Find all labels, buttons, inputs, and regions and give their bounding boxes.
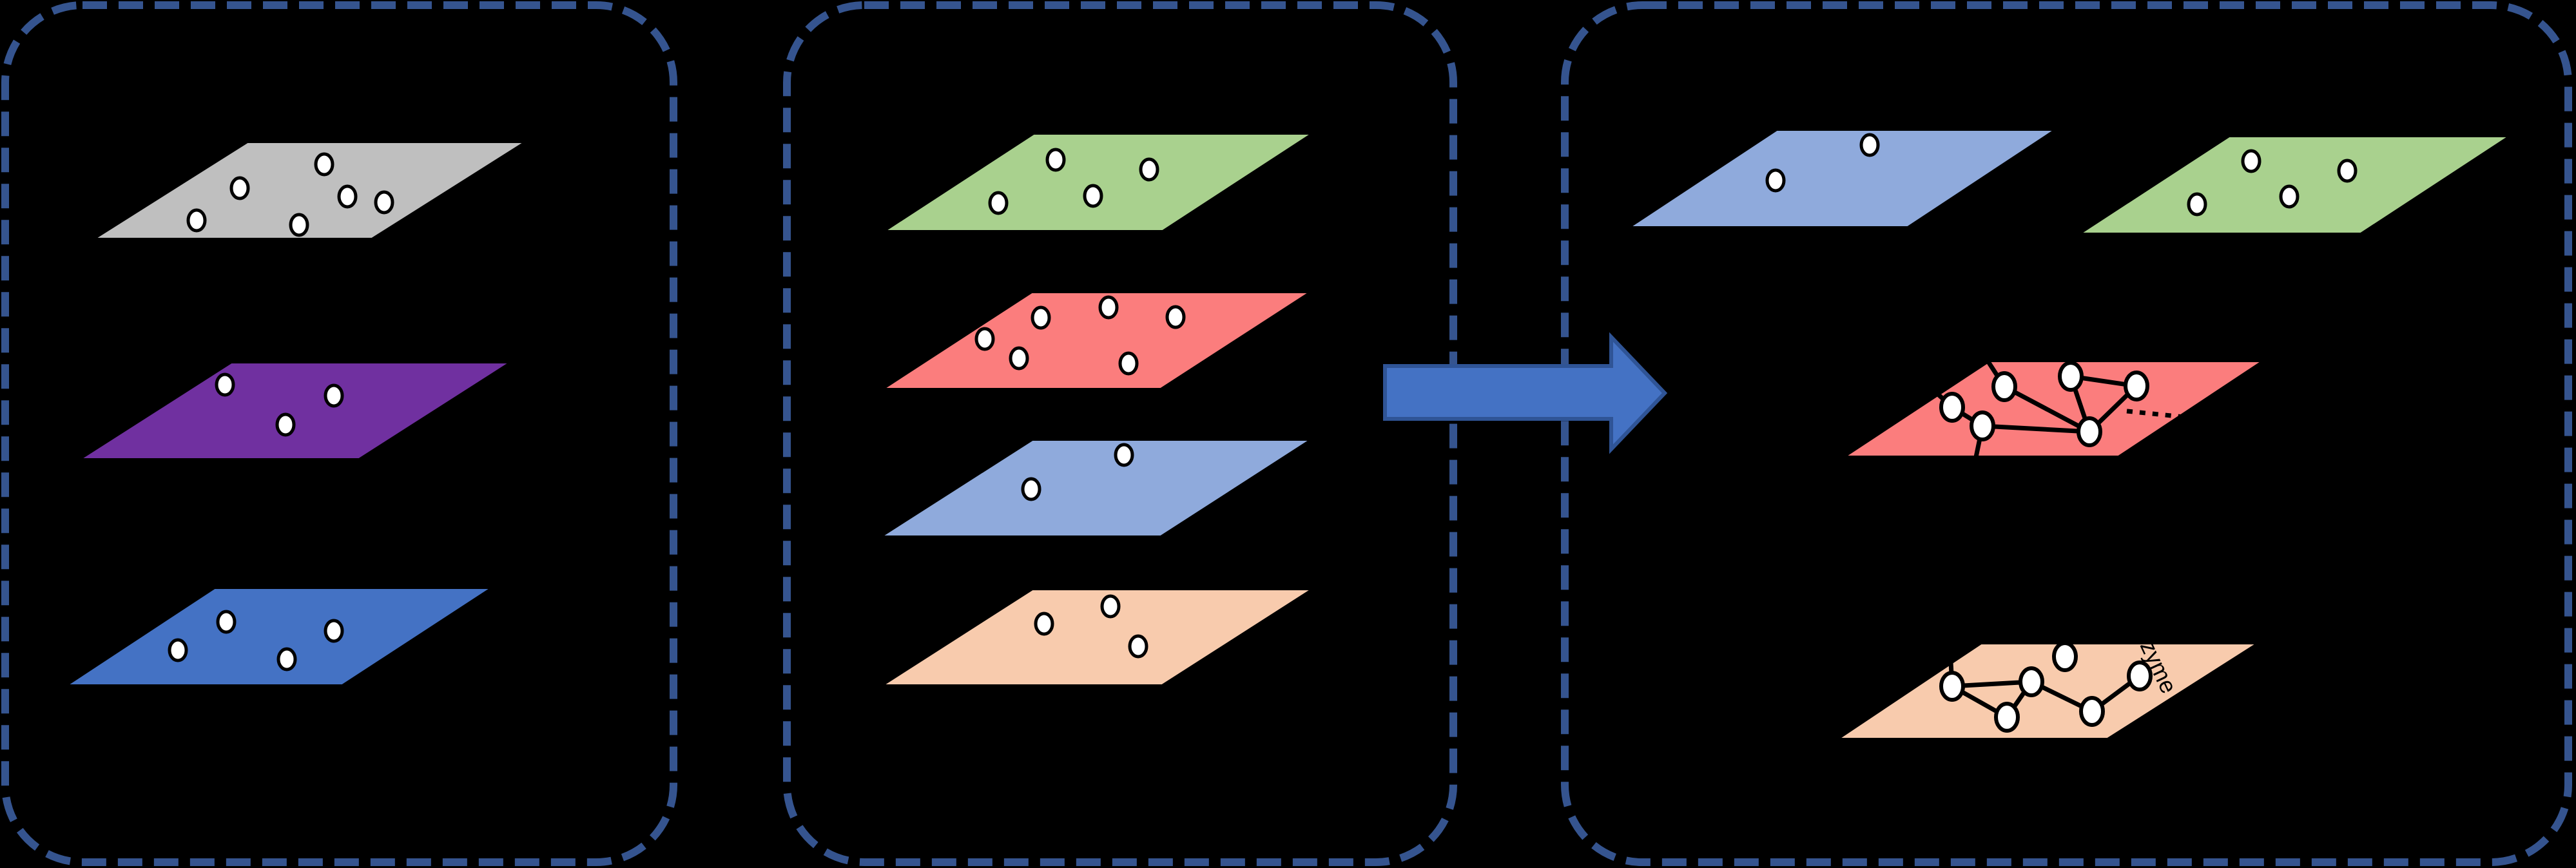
entity-dot bbox=[2337, 159, 2358, 183]
entity-dot bbox=[2187, 192, 2207, 217]
network-node-m2 bbox=[2019, 666, 2044, 697]
entity-dot bbox=[1165, 305, 1186, 329]
network-red-right bbox=[1843, 342, 2264, 483]
entity-dot bbox=[374, 190, 394, 215]
entity-dot bbox=[974, 327, 995, 351]
network-node-a bbox=[1991, 371, 2017, 402]
network-edge bbox=[1982, 423, 2090, 434]
entity-dot bbox=[324, 619, 344, 643]
integration-arrow bbox=[1383, 332, 1668, 454]
layer-blue-dark bbox=[65, 588, 493, 686]
entity-dot bbox=[1021, 477, 1041, 501]
network-node-m1 bbox=[1939, 671, 1965, 702]
entity-dot bbox=[1083, 184, 1103, 208]
entity-dot bbox=[1031, 305, 1051, 330]
entity-dot bbox=[1128, 634, 1148, 659]
entity-dot bbox=[1139, 157, 1159, 182]
layer-red-mid bbox=[882, 292, 1312, 389]
entity-dot bbox=[2241, 149, 2261, 173]
panel-right-dashed-border bbox=[1561, 1, 2572, 866]
entity-dot bbox=[1100, 594, 1121, 619]
network-node-f bbox=[2077, 416, 2102, 447]
entity-dot bbox=[186, 208, 207, 233]
network-node-iso bbox=[2052, 641, 2078, 672]
layer-purple-plane bbox=[79, 362, 512, 459]
layer-lightblue-right-plane bbox=[1628, 130, 2057, 227]
entity-dot bbox=[2279, 184, 2300, 209]
layer-orange-mid bbox=[881, 589, 1313, 686]
layer-green-right-plane bbox=[2078, 136, 2511, 234]
layer-orange-mid-plane bbox=[881, 589, 1313, 686]
panel-middle-dashed-border bbox=[783, 1, 1457, 866]
entity-dot bbox=[1034, 612, 1054, 636]
network-node-c bbox=[1970, 410, 1995, 441]
entity-dot bbox=[988, 191, 1009, 215]
entity-dot bbox=[337, 184, 358, 209]
network-node-m4 bbox=[2079, 696, 2105, 727]
entity-dot bbox=[216, 610, 237, 634]
panel-left-dashed-border bbox=[1, 1, 677, 866]
layer-lightblue-mid-plane bbox=[880, 439, 1312, 537]
entity-dot bbox=[314, 152, 334, 177]
entity-dot bbox=[1098, 295, 1119, 320]
network-orange-right: zyme bbox=[1837, 626, 2259, 739]
network-edge bbox=[2003, 384, 2091, 434]
layer-green-right bbox=[2078, 136, 2511, 234]
layer-red-mid-plane bbox=[882, 292, 1312, 389]
entity-dot bbox=[229, 176, 250, 200]
entity-dot bbox=[215, 372, 235, 397]
network-node-m3 bbox=[1994, 702, 2020, 733]
entity-dot bbox=[289, 213, 309, 237]
entity-dot bbox=[1114, 443, 1134, 467]
dotted-association-edge bbox=[2126, 409, 2210, 422]
layer-gray bbox=[93, 142, 527, 239]
layer-purple bbox=[79, 362, 512, 459]
layer-lightblue-right bbox=[1628, 130, 2057, 227]
network-red-right-plane bbox=[1843, 361, 2264, 457]
entity-dot bbox=[276, 647, 297, 671]
entity-dot bbox=[324, 383, 344, 408]
network-node-m5 bbox=[2127, 661, 2153, 691]
network-node-b bbox=[1939, 392, 1965, 423]
entity-dot bbox=[1118, 351, 1139, 376]
network-node-d bbox=[2058, 361, 2084, 392]
layer-green-mid bbox=[883, 133, 1313, 231]
entity-dot bbox=[275, 412, 296, 437]
network-node-e bbox=[2124, 371, 2149, 401]
entity-dot bbox=[1765, 168, 1786, 193]
network-edge bbox=[1951, 679, 2032, 689]
entity-dot bbox=[1009, 346, 1029, 371]
entity-dot bbox=[1859, 133, 1880, 157]
entity-dot bbox=[168, 638, 188, 662]
layer-lightblue-mid bbox=[880, 439, 1312, 537]
entity-dot bbox=[1045, 148, 1066, 172]
